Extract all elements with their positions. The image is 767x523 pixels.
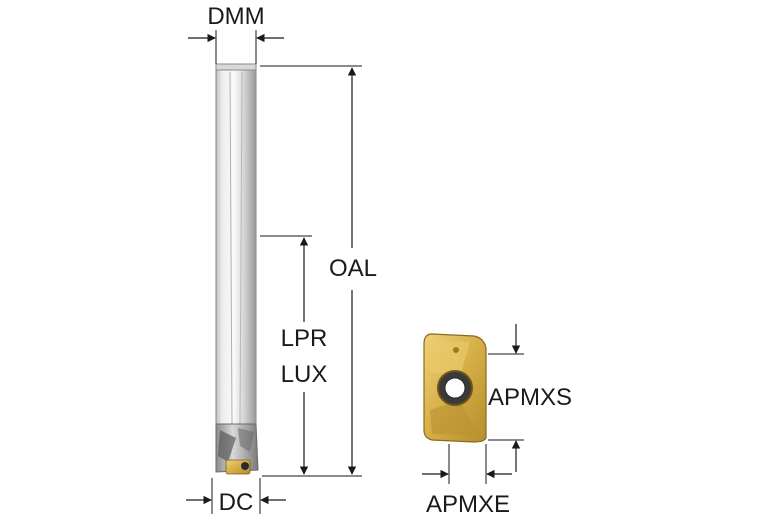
insert-screw-hole-inner [444, 377, 466, 399]
shank-flat-line [229, 71, 233, 425]
lpr-lux-dimension: LPR LUX [260, 235, 328, 475]
dmm-dimension: DMM [188, 3, 284, 64]
oal-dimension: OAL [260, 65, 377, 477]
oal-label: OAL [329, 255, 377, 282]
dmm-label: DMM [207, 3, 264, 30]
insert-mark [453, 347, 459, 353]
insert-facet [430, 400, 478, 436]
cutting-insert [423, 333, 487, 443]
shank-top-cap [215, 63, 257, 71]
apmxe-label: APMXE [426, 491, 510, 518]
tool-shank [215, 65, 257, 427]
flute-groove [218, 430, 236, 462]
insert-screw [241, 462, 249, 470]
lpr-label: LPR [281, 325, 328, 352]
apmxs-dimension: APMXS [488, 324, 572, 472]
lux-label: LUX [281, 361, 328, 388]
shank-flat-line [239, 71, 243, 425]
insert-facet [428, 340, 470, 376]
dc-dimension: DC [186, 478, 286, 516]
dc-label: DC [219, 489, 254, 516]
end-mill-tool [215, 63, 259, 475]
flute-groove [238, 428, 254, 452]
apmxe-dimension: APMXE [422, 444, 512, 518]
apmxs-label: APMXS [488, 384, 572, 411]
